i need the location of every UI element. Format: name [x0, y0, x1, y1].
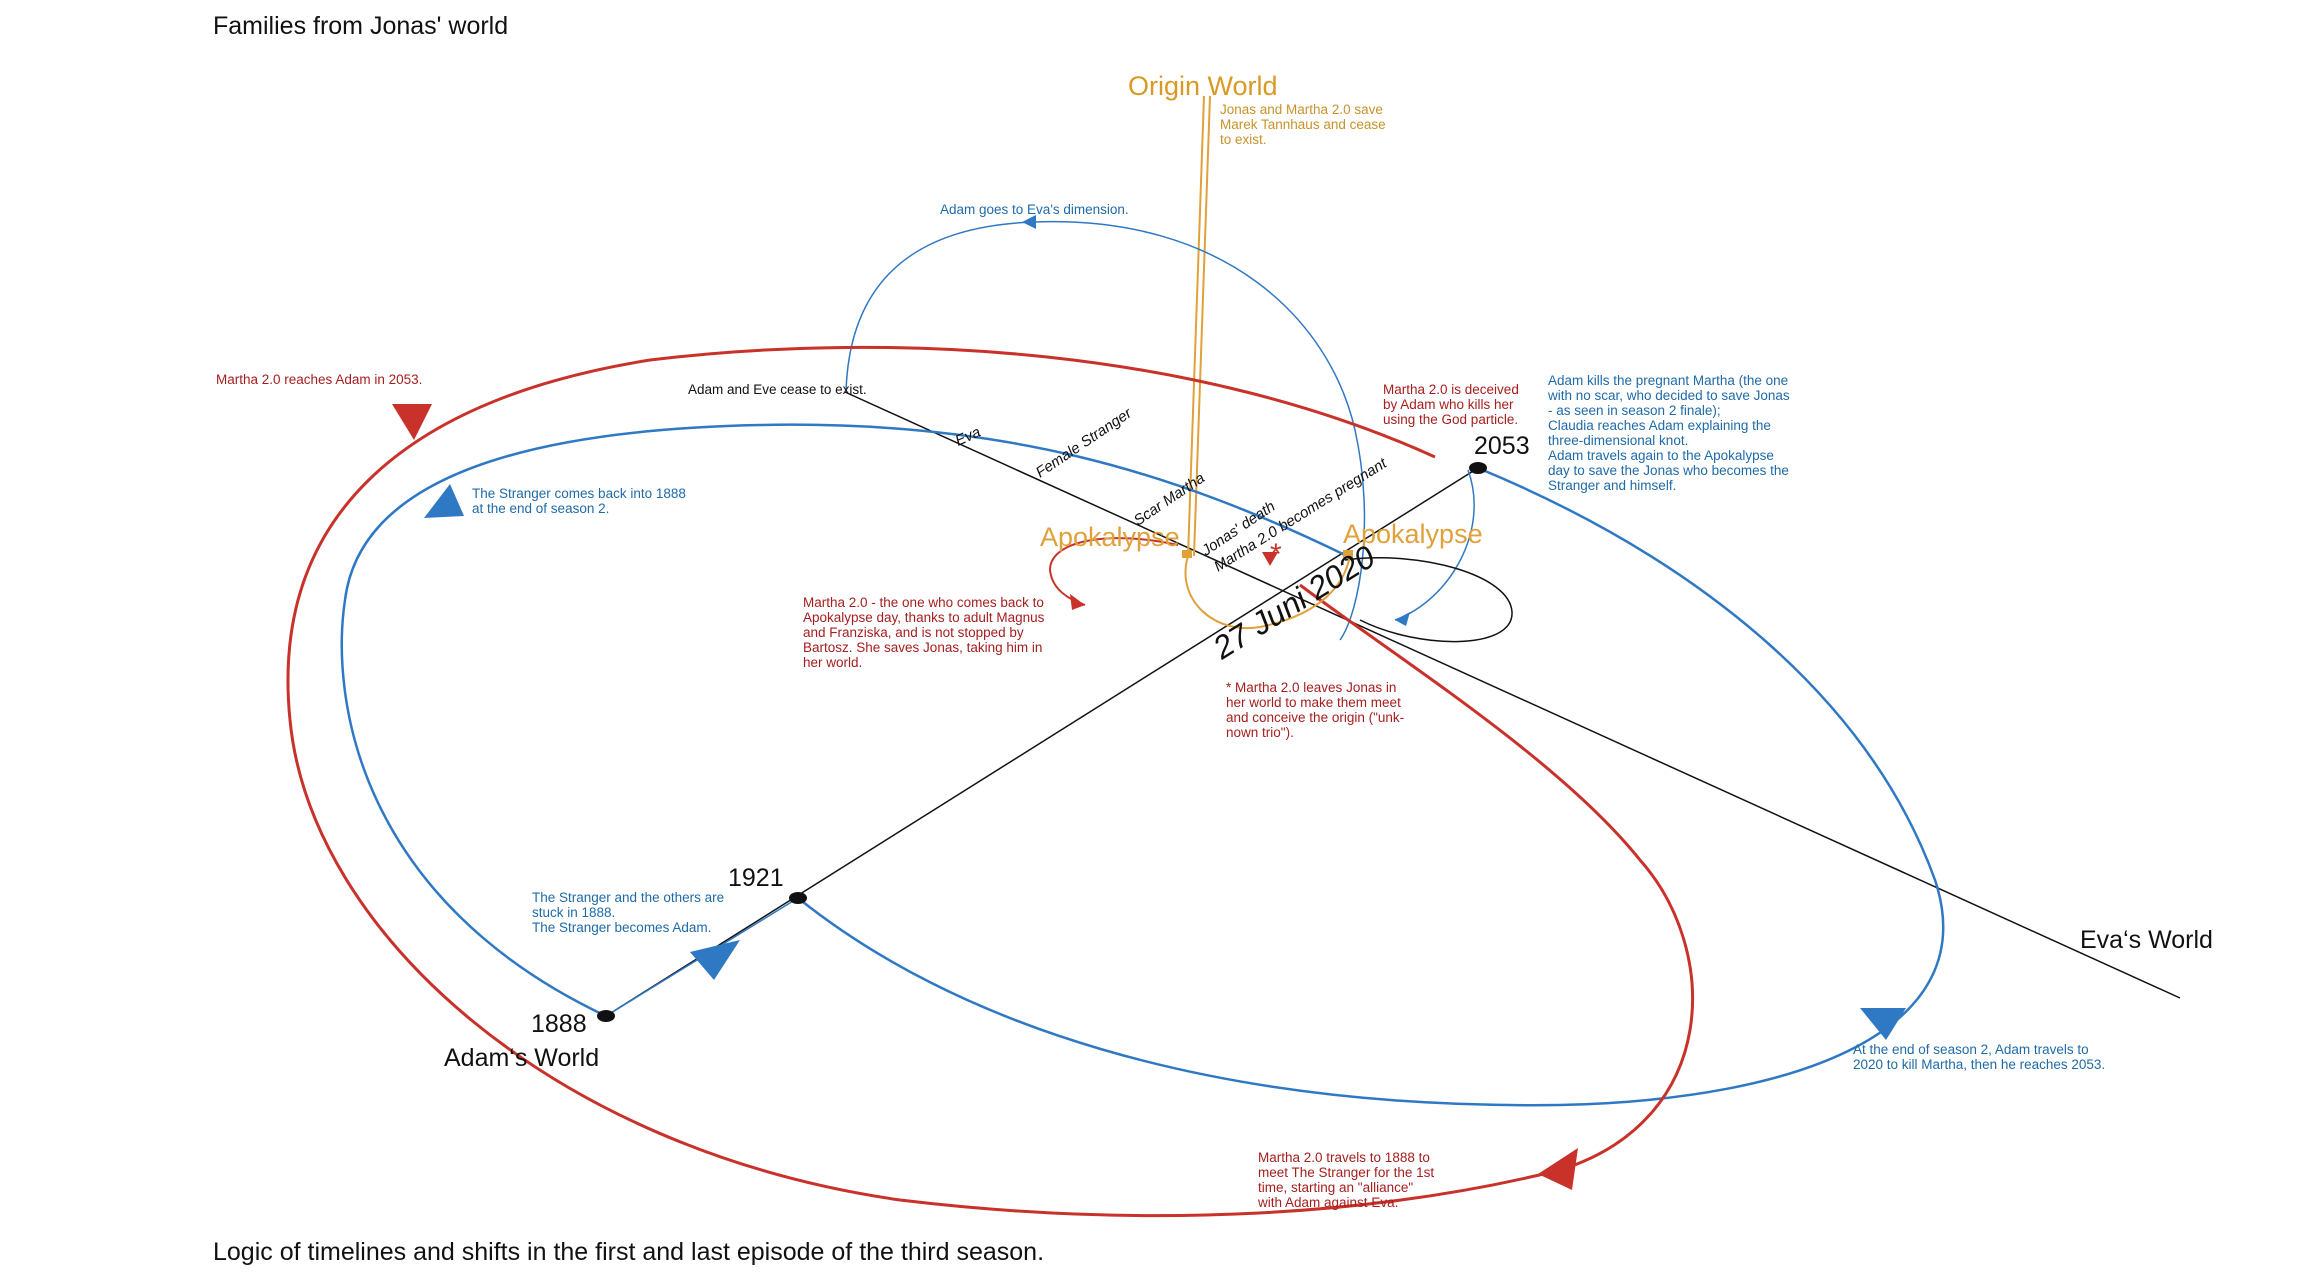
annotation-martha-reaches-adam: Martha 2.0 reaches Adam in 2053.: [216, 372, 422, 387]
annotation-origin-save: Jonas and Martha 2.0 save Marek Tannhaus…: [1220, 102, 1389, 147]
blue-loop-small-right: [1394, 469, 1475, 621]
evas-world-label: Eva‘s World: [2080, 926, 2213, 954]
apokalypse-right-marker: [1343, 550, 1353, 558]
red-loop-small-left: [1048, 537, 1179, 606]
arrow-martha-travels-icon: [1538, 1148, 1578, 1190]
red-outer-loop: [286, 345, 1695, 1218]
arrow-stranger-stuck-icon: [690, 940, 740, 980]
annotation-martha-comes-back: Martha 2.0 - the one who comes back to A…: [803, 595, 1048, 670]
arrow-small-left-red-icon: [1070, 594, 1085, 610]
page-caption: Logic of timelines and shifts in the fir…: [213, 1238, 1045, 1266]
evas-world-axis: [844, 391, 2181, 999]
year-2053-label: 2053: [1474, 432, 1530, 460]
annotation-adam-eva-dimension: Adam goes to Eva's dimension.: [940, 202, 1129, 217]
year-1921-label: 1921: [728, 864, 784, 892]
annotation-stranger-back: The Stranger comes back into 1888 at the…: [472, 486, 690, 516]
blue-right-loop: [797, 466, 1945, 1107]
asterisk-marker: *: [1270, 538, 1282, 571]
orange-apokalypse-loop: [1184, 554, 1351, 630]
apokalypse-right-label: Apokalypse: [1343, 519, 1483, 549]
origin-world-label: Origin World: [1128, 71, 1278, 101]
annotation-martha-leaves: * Martha 2.0 leaves Jonas in her world t…: [1226, 680, 1408, 740]
annotation-stranger-stuck: The Stranger and the others are stuck in…: [532, 890, 728, 935]
adams-world-axis: [605, 467, 1479, 1017]
label-female-stranger: Female Stranger: [1033, 404, 1136, 481]
annotation-adam-kills: Adam kills the pregnant Martha (the one …: [1547, 373, 1793, 493]
annotation-end-season2: At the end of season 2, Adam travels to …: [1853, 1042, 2105, 1072]
blue-loop-eva-dimension: [845, 220, 1366, 641]
apokalypse-left-label: Apokalypse: [1040, 522, 1180, 552]
node-1888: [597, 1010, 615, 1022]
arrow-eva-dimension-icon: [1022, 215, 1036, 229]
node-1921: [789, 892, 807, 904]
arrow-stranger-back-icon: [424, 484, 464, 518]
origin-world-line-a: [1187, 95, 1205, 557]
arrow-small-right-icon: [1395, 612, 1410, 626]
adams-world-label: Adam‘s World: [444, 1044, 599, 1072]
annotation-adam-eve-cease: Adam and Eve cease to exist.: [688, 382, 867, 397]
blue-outer-loop: [340, 423, 1346, 1018]
year-1888-label: 1888: [531, 1010, 587, 1038]
black-loop-small-right: [1344, 557, 1513, 643]
annotation-martha-deceived: Martha 2.0 is deceived by Adam who kills…: [1383, 382, 1523, 427]
arrow-martha-reaches-adam-icon: [392, 404, 432, 440]
label-eva: Eva: [953, 424, 984, 450]
arrow-end-season2-icon: [1860, 1008, 1906, 1040]
node-2053: [1469, 462, 1487, 474]
annotation-martha-travels-1888: Martha 2.0 travels to 1888 to meet The S…: [1257, 1150, 1438, 1210]
page-title: Families from Jonas' world: [213, 12, 509, 40]
origin-world-line-b: [1193, 95, 1211, 557]
arrow-small-red-icon: [1262, 552, 1278, 566]
apokalypse-left-marker: [1182, 550, 1192, 558]
